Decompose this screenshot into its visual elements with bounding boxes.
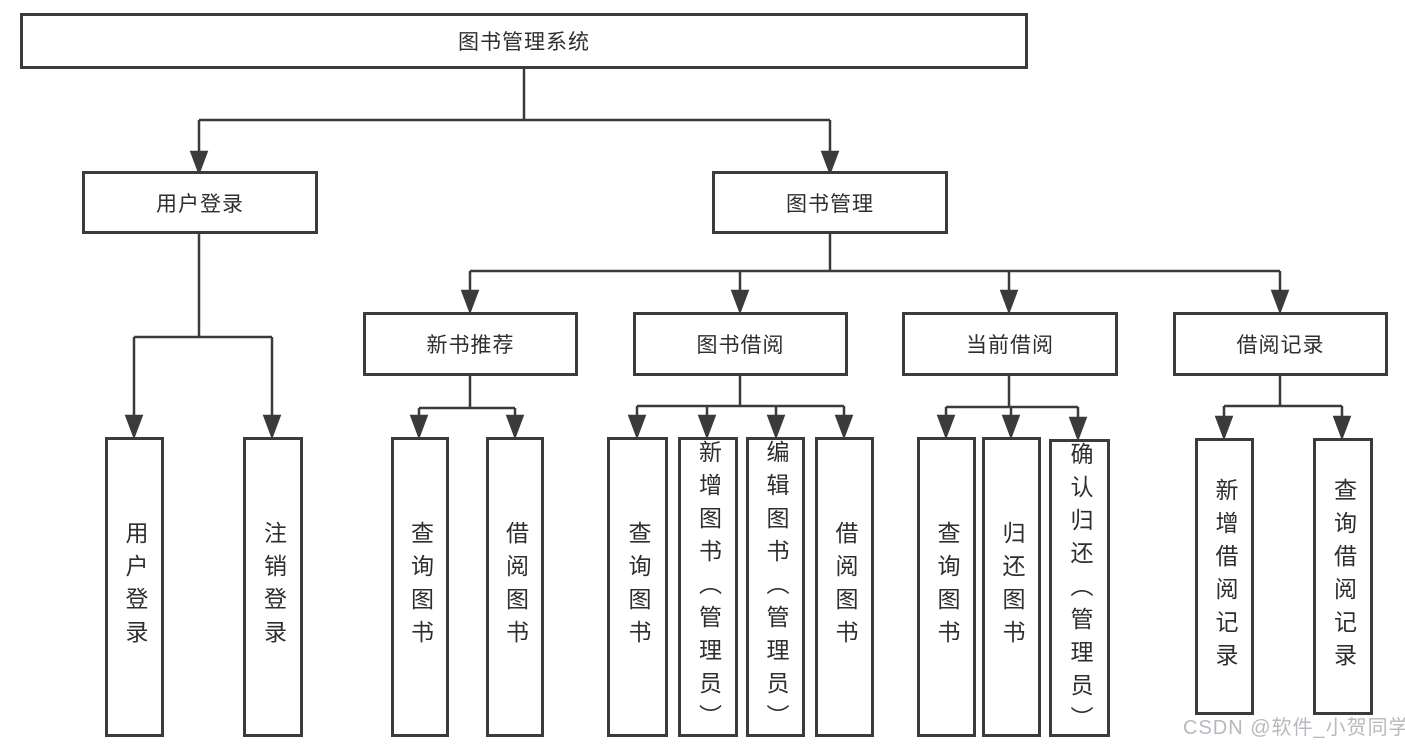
leaf-query-books: 查询图书 (607, 437, 668, 737)
leaf-add-books-admin: 新增图书（管理员） (678, 437, 738, 737)
connector-current-borrowing-children (936, 376, 1088, 442)
arrow-down-icon (936, 414, 956, 440)
arrow-down-icon (409, 414, 429, 440)
arrow-down-icon (820, 150, 840, 176)
node-borrowing-records: 借阅记录 (1173, 312, 1388, 376)
arrow-down-icon (505, 414, 525, 440)
arrow-down-icon (730, 289, 750, 315)
arrow-down-icon (627, 414, 647, 440)
leaf-confirm-return-admin: 确认归还（管理员） (1049, 439, 1110, 739)
leaf-query-borrow-record: 查询借阅记录 (1313, 438, 1373, 715)
connector-user-login-children (124, 234, 282, 440)
arrow-down-icon (999, 289, 1019, 315)
leaf-borrow-books: 借阅图书 (486, 437, 544, 737)
leaf-query-books: 查询图书 (917, 437, 976, 737)
leaf-return-books: 归还图书 (982, 437, 1041, 737)
node-book-borrowing: 图书借阅 (633, 312, 848, 376)
connector-new-book-recommendation-children (409, 376, 525, 440)
leaf-edit-books-admin: 编辑图书（管理员） (746, 437, 805, 737)
arrow-down-icon (1001, 414, 1021, 440)
leaf-add-borrow-record: 新增借阅记录 (1195, 438, 1254, 715)
arrow-down-icon (834, 414, 854, 440)
connector-book-borrowing-children (627, 376, 854, 440)
node-current-borrowing: 当前借阅 (902, 312, 1118, 376)
leaf-logout: 注销登录 (243, 437, 303, 737)
leaf-borrow-books: 借阅图书 (815, 437, 874, 737)
arrow-down-icon (1068, 416, 1088, 442)
leaf-user-login: 用户登录 (105, 437, 164, 737)
node-user-login-branch: 用户登录 (82, 171, 318, 234)
connector-book-management-to-level3 (460, 234, 1290, 315)
arrow-down-icon (1214, 415, 1234, 441)
leaf-query-books: 查询图书 (391, 437, 449, 737)
node-new-book-recommendation: 新书推荐 (363, 312, 578, 376)
node-book-management-branch: 图书管理 (712, 171, 948, 234)
arrow-down-icon (1332, 415, 1352, 441)
arrow-down-icon (697, 414, 717, 440)
arrow-down-icon (124, 414, 144, 440)
arrow-down-icon (460, 289, 480, 315)
node-root-library-management-system: 图书管理系统 (20, 13, 1028, 69)
arrow-down-icon (766, 414, 786, 440)
arrow-down-icon (1270, 289, 1290, 315)
arrow-down-icon (262, 414, 282, 440)
connector-borrowing-records-children (1214, 376, 1352, 441)
arrow-down-icon (189, 150, 209, 176)
csdn-watermark: CSDN @软件_小贺同学 (1183, 717, 1405, 739)
connector-root-to-level2 (189, 69, 840, 176)
